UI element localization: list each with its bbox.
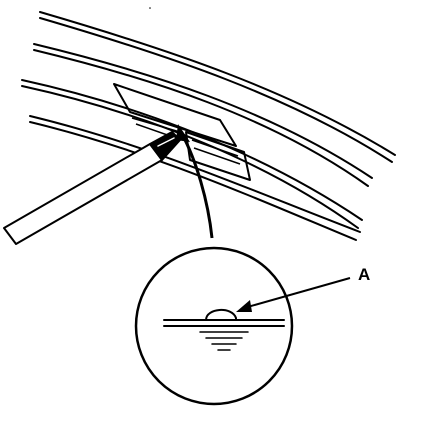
contour-line-2b — [33, 49, 369, 187]
cross-section — [163, 309, 285, 351]
contour-line-1a — [39, 11, 396, 156]
detail-arrow-head — [176, 124, 190, 142]
contour-line-4a — [29, 115, 361, 233]
contour-line-1b — [39, 17, 393, 163]
soldering-iron — [3, 131, 181, 245]
callout-leader — [243, 277, 351, 309]
detail-arrow-shaft — [180, 133, 214, 239]
callout-a: A — [236, 265, 370, 312]
iron-tip-highlight — [157, 137, 175, 147]
contour-line-2a — [33, 43, 373, 179]
callout-label: A — [358, 265, 370, 284]
upper-tab-outline — [113, 83, 237, 147]
detail-arrow — [176, 124, 214, 239]
iron-shaft — [3, 143, 163, 245]
tab-hatching — [131, 117, 241, 165]
callout-arrow-head — [236, 300, 252, 312]
speck-mark — [149, 7, 151, 9]
magnified-detail — [134, 246, 294, 406]
contour-line-3b — [21, 85, 359, 229]
solder-bead — [204, 309, 237, 321]
